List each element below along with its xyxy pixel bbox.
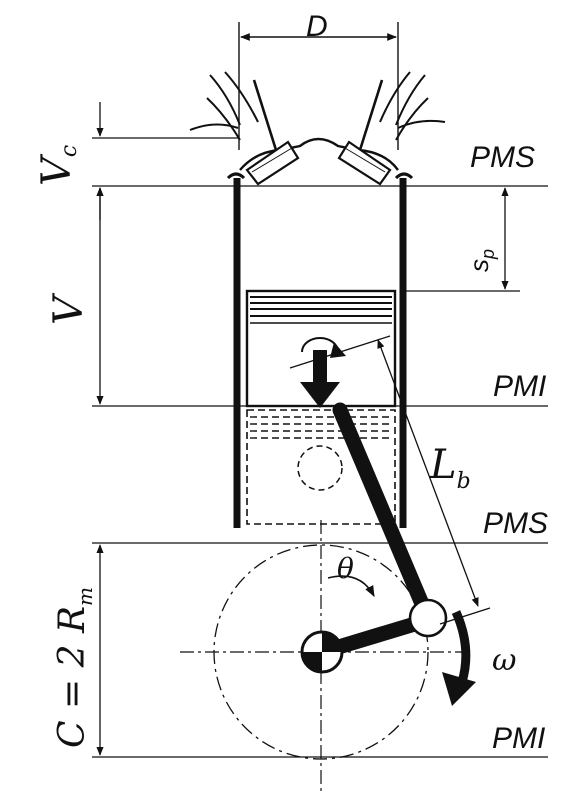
pmi-top-label: PMI [493, 370, 546, 403]
bore-dimension [238, 22, 399, 150]
pms-crank-label: PMS [483, 507, 548, 540]
stroke-label: C = 2 Rm [52, 587, 97, 748]
connecting-rod [332, 402, 436, 626]
swept-volume-label: V [46, 292, 92, 325]
pmi-crank-label: PMI [492, 722, 545, 755]
crankpin [408, 598, 448, 638]
exhaust-valve [337, 140, 392, 186]
cylinder-head [189, 71, 446, 171]
pms-top-label: PMS [470, 141, 535, 174]
rod-length-label: Lb [429, 442, 471, 494]
piston-at-bdc [246, 409, 396, 525]
intake-valve [245, 140, 300, 186]
crank-angle-label: θ [337, 552, 354, 585]
piston-position-label: sp [464, 249, 498, 272]
crankshaft [300, 630, 344, 674]
angular-velocity-label: ω [492, 643, 516, 678]
clearance-volume-label: Vc [34, 145, 82, 186]
crank-circle [213, 544, 429, 760]
angular-velocity-arrowhead [442, 672, 476, 706]
bore-label: D [306, 10, 328, 43]
crank-angle-arc [327, 575, 375, 597]
angular-velocity-arrow [451, 610, 471, 684]
rod-length-dimension [289, 335, 491, 625]
